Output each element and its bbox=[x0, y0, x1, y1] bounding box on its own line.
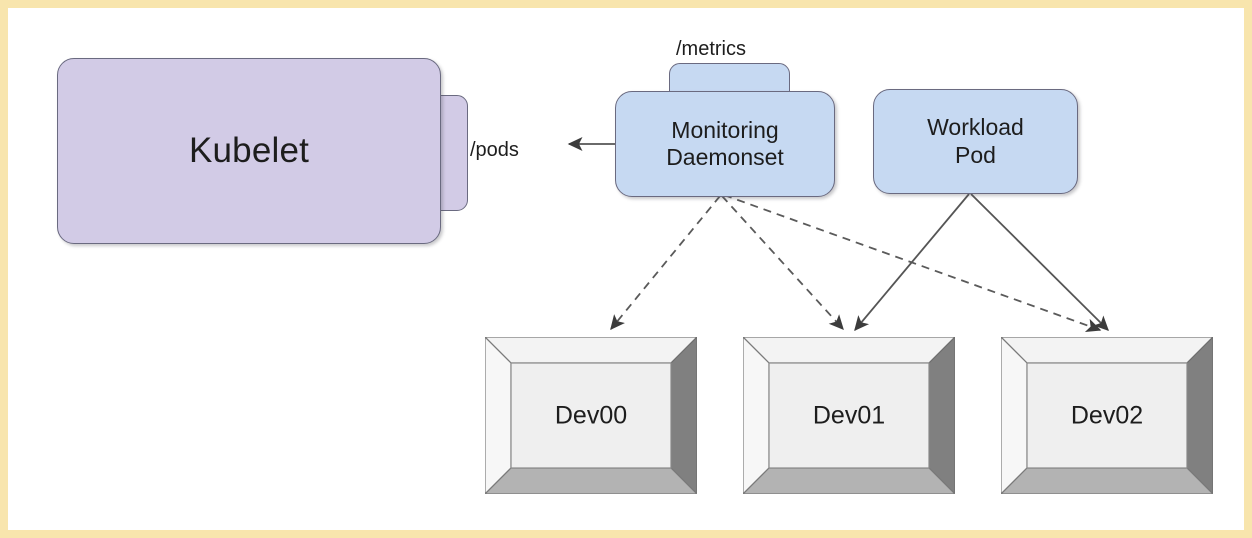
edge-workload-to-dev01 bbox=[854, 193, 970, 332]
node-monitoring-daemonset[interactable]: Monitoring Daemonset bbox=[615, 91, 835, 197]
node-kubelet[interactable]: Kubelet bbox=[57, 58, 441, 244]
edge-workload-to-dev02 bbox=[970, 193, 1109, 331]
edge-monitoring-to-dev01 bbox=[721, 195, 844, 330]
dev00-box-shape bbox=[485, 337, 697, 494]
edge-monitoring-to-dev02 bbox=[723, 194, 1102, 333]
edge-monitoring-to-dev00 bbox=[610, 195, 721, 331]
metrics-port-label: /metrics bbox=[676, 38, 746, 60]
node-monitoring-daemonset-label-line2: Daemonset bbox=[666, 144, 784, 170]
pods-port-label: /pods bbox=[470, 139, 519, 161]
node-dev02[interactable]: Dev02 bbox=[1001, 337, 1213, 494]
dev02-box-shape bbox=[1001, 337, 1213, 494]
dev01-box-shape bbox=[743, 337, 955, 494]
node-workload-pod-label-line1: Workload bbox=[927, 114, 1024, 141]
node-dev01[interactable]: Dev01 bbox=[743, 337, 955, 494]
node-workload-pod-label: Workload Pod bbox=[927, 114, 1024, 168]
node-dev00[interactable]: Dev00 bbox=[485, 337, 697, 494]
diagram-surface: Kubelet /pods /metrics Monitoring Daemon… bbox=[8, 8, 1244, 530]
node-kubelet-label: Kubelet bbox=[188, 131, 310, 170]
node-monitoring-daemonset-label: Monitoring Daemonset bbox=[666, 117, 784, 171]
node-workload-pod[interactable]: Workload Pod bbox=[873, 89, 1078, 194]
node-workload-pod-label-line2: Pod bbox=[955, 141, 996, 168]
node-monitoring-daemonset-label-line1: Monitoring bbox=[671, 116, 779, 143]
